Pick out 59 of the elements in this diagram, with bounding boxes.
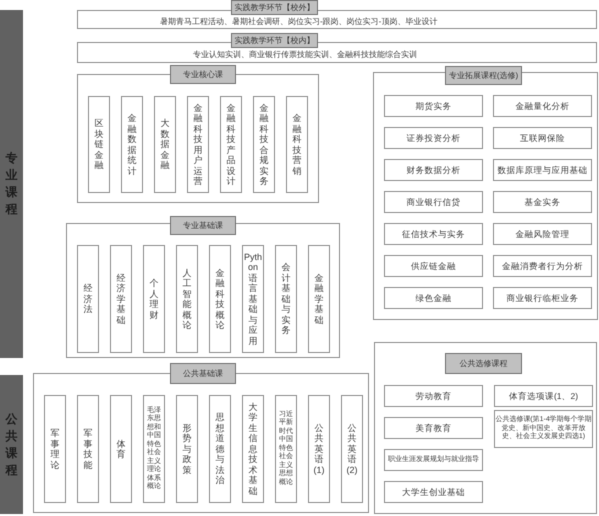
course-box: 个人理财	[143, 245, 165, 353]
course-box: 金融量化分析	[493, 95, 592, 117]
course-box: 劳动教育	[384, 385, 483, 407]
course-box: 大数据金融	[154, 96, 176, 193]
group-title: 公共选修课程	[445, 353, 522, 374]
course-box: 绿色金融	[384, 287, 483, 309]
course-box: 经济学基础	[110, 245, 132, 353]
course-box: 思想道德与法治	[209, 395, 231, 503]
category-band: 公共课程	[0, 375, 23, 514]
panel-title: 实践教学环节【校外】	[231, 0, 318, 15]
course-box: 基金实务	[493, 191, 592, 213]
course-box: 数据库原理与应用基础	[493, 159, 592, 181]
course-box: 商业银行临柜业务	[493, 287, 592, 309]
course-box: 形势与政策	[176, 395, 198, 503]
course-box: 征信技术与实务	[384, 223, 483, 245]
course-box: 金融数据统计	[121, 96, 143, 193]
course-box: 互联网保险	[493, 127, 592, 149]
course-box: 体育选项课(1、2)	[494, 385, 593, 407]
course-list: 暑期青马工程活动、暑期社会调研、岗位实习-跟岗、岗位实习-顶岗、毕业设计	[160, 17, 438, 27]
course-group	[77, 65, 319, 203]
course-box: 体育	[110, 395, 132, 503]
course-box: 军事技能	[77, 395, 99, 503]
course-box: 金融科技产品设计	[220, 96, 242, 193]
course-box: 人工智能概论	[176, 245, 198, 353]
course-box: 证券投资分析	[384, 127, 483, 149]
course-box: 大学生创业基础	[384, 481, 483, 503]
course-group	[66, 216, 340, 358]
course-box: 期货实务	[384, 95, 483, 117]
course-box: 军事理论	[44, 395, 66, 503]
group-title: 专业核心课	[170, 65, 236, 84]
course-box: 金融风险管理	[493, 223, 592, 245]
course-box: 财务数据分析	[384, 159, 483, 181]
category-band: 专业课程	[0, 10, 23, 358]
course-box: 供应链金融	[384, 255, 483, 277]
panel-title: 实践教学环节【校内】	[231, 33, 318, 48]
course-box: 金融科技用户运营	[187, 96, 209, 193]
course-list: 专业认知实训、商业银行传票技能实训、金融科技技能综合实训	[193, 50, 417, 60]
course-box: 区块链金融	[88, 96, 110, 193]
group-title: 公共基础课	[170, 363, 236, 384]
course-box: 大学生信息技术基础	[242, 395, 264, 503]
course-box: 会计基础与实务	[275, 245, 297, 353]
course-box: 公共英语(2)	[341, 395, 363, 503]
course-box: 经济法	[77, 245, 99, 353]
course-box: 商业银行信贷	[384, 191, 483, 213]
course-box: 金融科技合规实务	[253, 96, 275, 193]
course-box: 金融科技概论	[209, 245, 231, 353]
course-box: 金融学基础	[308, 245, 330, 353]
course-box: 金融消费者行为分析	[493, 255, 592, 277]
group-title: 专业基础课	[170, 216, 236, 235]
course-box: 公共英语(1)	[308, 395, 330, 503]
group-title: 专业拓展课程(选修)	[445, 66, 522, 85]
practice-panel	[77, 0, 597, 29]
practice-panel	[77, 33, 597, 63]
course-box: 金融科技营销	[286, 96, 308, 193]
course-group	[33, 363, 369, 513]
course-group	[373, 66, 598, 320]
course-group	[374, 342, 597, 514]
course-box: 美育教育	[384, 417, 483, 439]
course-box: Python语言基础与应用	[242, 245, 264, 353]
